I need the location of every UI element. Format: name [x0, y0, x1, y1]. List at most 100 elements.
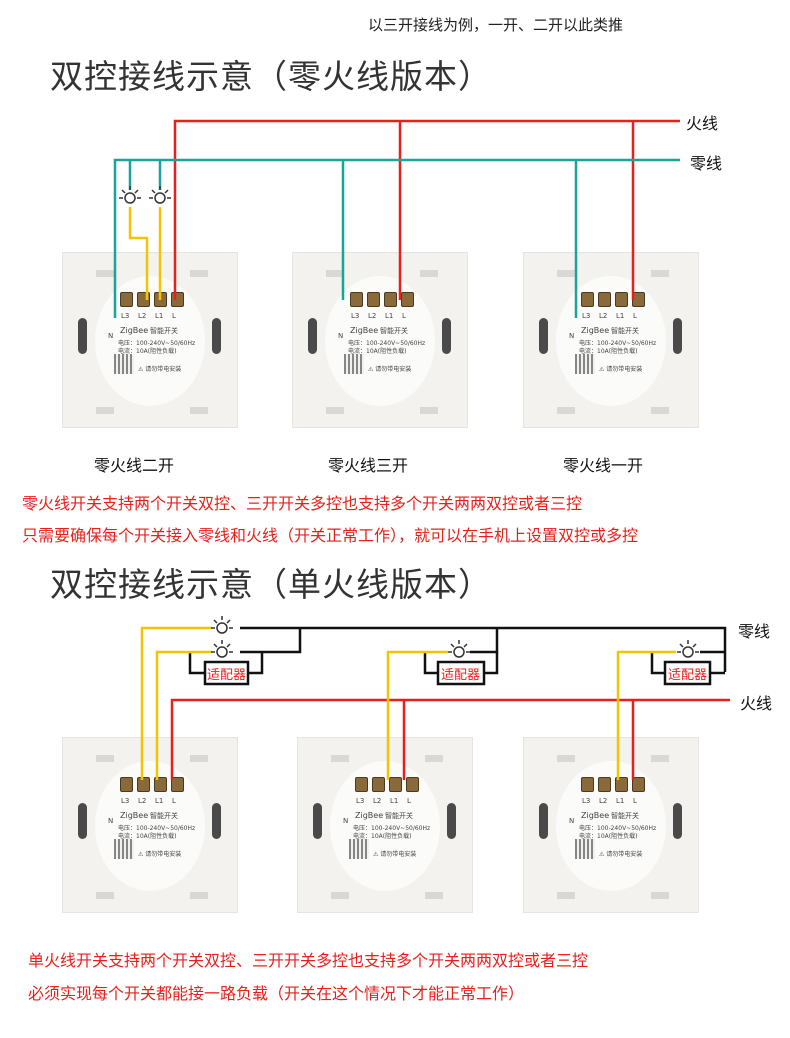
- terminal-label: L1: [385, 312, 394, 320]
- terminal-label: L3: [582, 797, 591, 805]
- warning: ⚠ 请勿带电安装: [373, 851, 417, 858]
- terminal-label: L2: [368, 312, 377, 320]
- terminal: [615, 777, 628, 792]
- n-label: N: [343, 817, 349, 825]
- adapter-label: 适配器: [207, 668, 247, 683]
- n-label: N: [569, 817, 575, 825]
- terminal-label: L: [633, 312, 637, 320]
- voltage: 电压：100-240V~50/60Hz: [353, 825, 431, 832]
- current: 电流：10A(阻性负载): [353, 833, 412, 840]
- voltage: 电压：100-240V~50/60Hz: [579, 340, 657, 347]
- current: 电流：10A(阻性负载): [118, 348, 177, 355]
- product-name: 智能开关: [611, 327, 639, 335]
- live-label-1: 火线: [686, 114, 719, 133]
- terminal-label: L: [633, 797, 637, 805]
- warning: ⚠ 请勿带电安装: [599, 851, 643, 858]
- product-name: 智能开关: [150, 327, 178, 335]
- current: 电流：10A(阻性负载): [579, 833, 638, 840]
- neutral-label-2: 零线: [738, 622, 771, 641]
- description-4: 必须实现每个开关都能接一路负载（开关在这个情况下才能正常工作）: [28, 984, 525, 1003]
- qr-code: [344, 354, 364, 374]
- terminal: [401, 292, 414, 307]
- terminal-label: L3: [582, 312, 591, 320]
- terminal: [137, 777, 150, 792]
- terminal-label: L2: [138, 312, 147, 320]
- n-label: N: [108, 332, 114, 340]
- terminal: [389, 777, 402, 792]
- terminal-label: L: [172, 797, 176, 805]
- terminal: [581, 777, 594, 792]
- terminal: [355, 777, 368, 792]
- title-single-live-version: 双控接线示意（单火线版本）: [50, 565, 492, 604]
- terminal-label: L3: [121, 312, 130, 320]
- current: 电流：10A(阻性负载): [348, 348, 407, 355]
- terminal: [171, 777, 184, 792]
- terminal: [372, 777, 385, 792]
- qr-code: [114, 354, 134, 374]
- neutral-label-1: 零线: [690, 154, 723, 173]
- brand: ZigBee: [350, 326, 379, 335]
- terminal: [598, 777, 611, 792]
- n-label: N: [108, 817, 114, 825]
- adapter-label: 适配器: [441, 668, 481, 683]
- caption-two-gang: 零火线二开: [93, 456, 175, 475]
- terminal: [598, 292, 611, 307]
- terminal-label: L2: [138, 797, 147, 805]
- terminal-label: L2: [599, 312, 608, 320]
- terminal-label: L2: [373, 797, 382, 805]
- product-name: 智能开关: [385, 812, 413, 820]
- terminal: [367, 292, 380, 307]
- voltage: 电压：100-240V~50/60Hz: [118, 340, 196, 347]
- warning: ⚠ 请勿带电安装: [138, 366, 182, 373]
- terminal: [350, 292, 363, 307]
- current: 电流：10A(阻性负载): [579, 348, 638, 355]
- brand: ZigBee: [581, 811, 610, 820]
- terminal-label: L1: [616, 797, 625, 805]
- product-name: 智能开关: [611, 812, 639, 820]
- terminal-label: L: [172, 312, 176, 320]
- product-name: 智能开关: [150, 812, 178, 820]
- description-2: 只需要确保每个开关接入零线和火线（开关正常工作），就可以在手机上设置双控或多控: [22, 526, 639, 545]
- terminal-label: L3: [121, 797, 130, 805]
- warning: ⚠ 请勿带电安装: [368, 366, 412, 373]
- terminal: [384, 292, 397, 307]
- product-name: 智能开关: [380, 327, 408, 335]
- terminal: [632, 777, 645, 792]
- title-neutral-version: 双控接线示意（零火线版本）: [50, 57, 492, 96]
- terminal-label: L1: [616, 312, 625, 320]
- terminal-label: L1: [390, 797, 399, 805]
- terminal: [615, 292, 628, 307]
- terminal: [581, 292, 594, 307]
- terminal-label: L1: [155, 797, 164, 805]
- qr-code: [349, 839, 369, 859]
- terminal: [120, 292, 133, 307]
- n-label: N: [569, 332, 575, 340]
- warning: ⚠ 请勿带电安装: [599, 366, 643, 373]
- terminal-label: L3: [356, 797, 365, 805]
- terminal: [154, 777, 167, 792]
- voltage: 电压：100-240V~50/60Hz: [118, 825, 196, 832]
- terminal-label: L1: [155, 312, 164, 320]
- terminal-label: L2: [599, 797, 608, 805]
- current: 电流：10A(阻性负载): [118, 833, 177, 840]
- terminal: [120, 777, 133, 792]
- live-label-2: 火线: [740, 694, 773, 713]
- warning: ⚠ 请勿带电安装: [138, 851, 182, 858]
- qr-code: [575, 354, 595, 374]
- caption-three-gang: 零火线三开: [327, 456, 409, 475]
- terminal-label: L3: [351, 312, 360, 320]
- terminal: [406, 777, 419, 792]
- brand: ZigBee: [120, 326, 149, 335]
- brand: ZigBee: [581, 326, 610, 335]
- description-3: 单火线开关支持两个开关双控、三开开关多控也支持多个开关两两双控或者三控: [28, 951, 589, 970]
- terminal-label: L: [402, 312, 406, 320]
- voltage: 电压：100-240V~50/60Hz: [579, 825, 657, 832]
- qr-code: [114, 839, 134, 859]
